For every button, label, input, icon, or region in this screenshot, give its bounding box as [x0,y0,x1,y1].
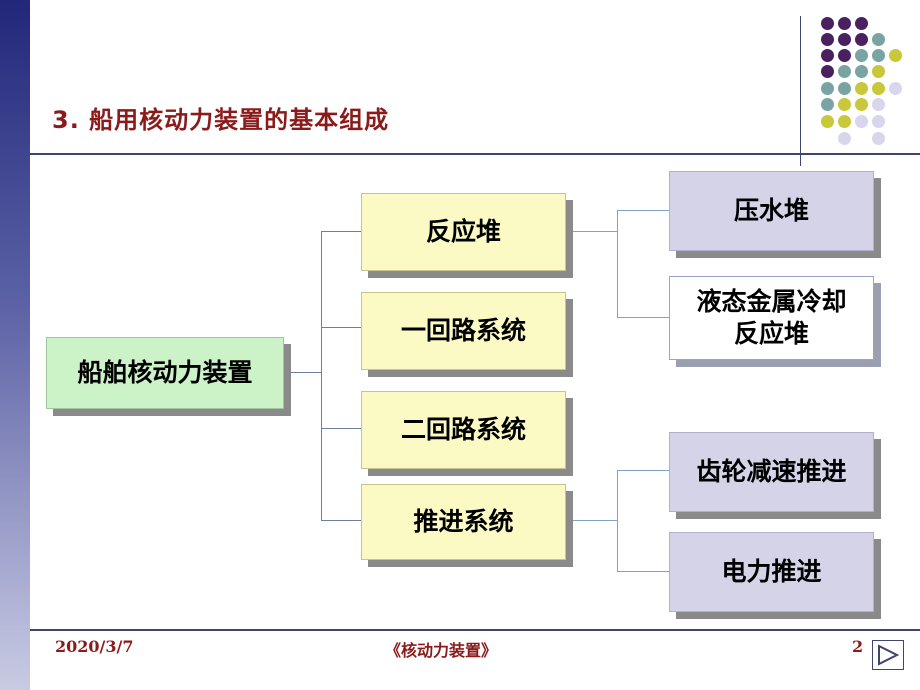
node-primary-loop: 一回路系统 [361,292,566,370]
title-divider [30,153,920,155]
node-root: 船舶核动力装置 [46,337,284,409]
header-vertical-rule [800,16,801,166]
footer-date: 2020/3/7 [55,637,134,656]
node-electric-propulsion: 电力推进 [669,532,874,612]
connector-propulsion-out [566,520,618,521]
node-secondary-loop: 二回路系统 [361,391,566,469]
connector-reactor-trunk [617,210,618,318]
left-gradient-bar [0,0,30,690]
connector-to-electric [617,571,669,572]
footer-divider [30,629,920,631]
connector-root-out [284,372,322,373]
node-gear-reduction-propulsion: 齿轮减速推进 [669,432,874,512]
connector-to-reactor [321,231,361,232]
connector-to-secondary [321,428,361,429]
connector-to-propulsion [321,520,361,521]
connector-to-primary [321,327,361,328]
node-propulsion: 推进系统 [361,484,566,560]
connector-to-gear [617,470,669,471]
connector-branch-trunk [321,231,322,521]
footer-course-title: 《核动力装置》 [385,641,498,660]
next-slide-button[interactable] [872,640,904,670]
node-reactor: 反应堆 [361,193,566,271]
connector-to-pwr [617,210,669,211]
node-pressurized-water-reactor: 压水堆 [669,171,874,251]
page-number: 2 [852,637,864,656]
connector-propulsion-trunk [617,470,618,572]
connector-to-lmr [617,317,669,318]
slide-title: 3. 船用核动力装置的基本组成 [52,106,390,134]
node-liquid-metal-reactor: 液态金属冷却 反应堆 [669,276,874,360]
next-slide-triangle-icon [878,644,900,666]
connector-reactor-out [566,231,618,232]
